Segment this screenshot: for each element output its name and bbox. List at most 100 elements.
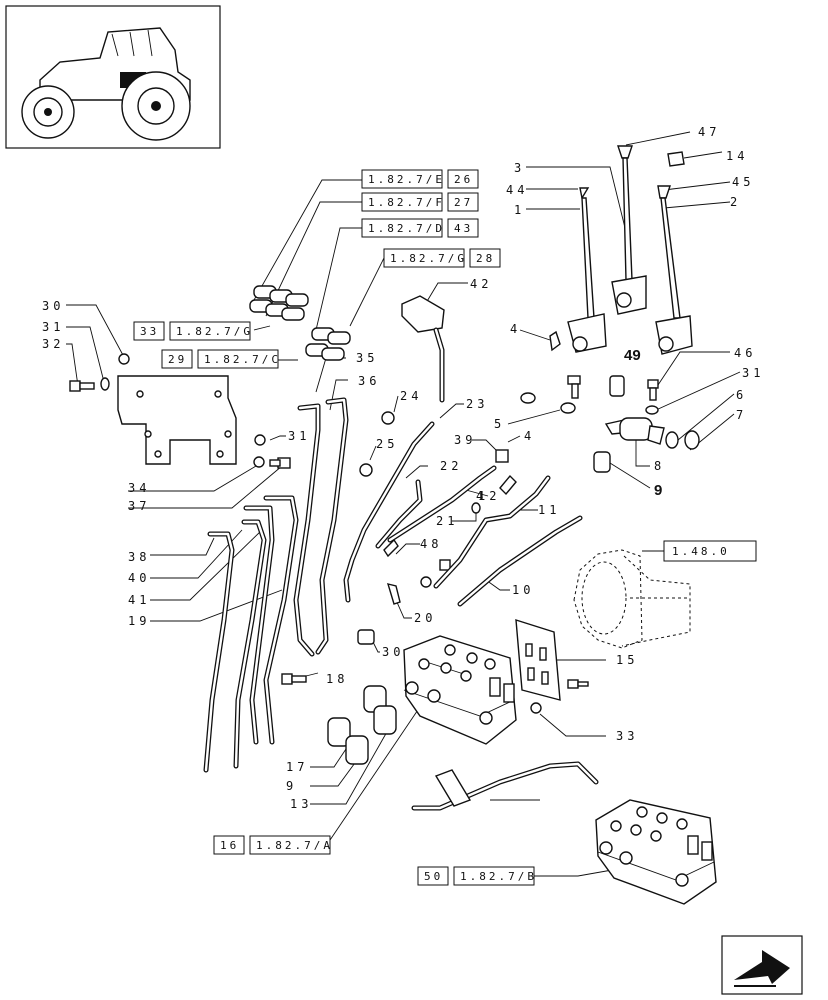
washer-15 xyxy=(530,702,542,714)
callout-19: 19 xyxy=(128,614,150,628)
callout-14: 14 xyxy=(726,149,748,163)
bolt-5 xyxy=(567,375,581,399)
callout-40: 40 xyxy=(128,571,150,585)
ref-box-label: 1.82.7/C xyxy=(204,353,281,366)
callout-8: 8 xyxy=(654,459,665,473)
callout-44: 44 xyxy=(506,183,528,197)
caps-lower xyxy=(327,685,397,765)
pin-10 xyxy=(386,583,401,605)
callout-24: 24 xyxy=(400,389,422,403)
tractor-thumbnail-icon[interactable] xyxy=(5,5,221,149)
callout-49: 49 xyxy=(624,347,641,364)
ref-box-label: 1.82.7/B xyxy=(460,870,537,883)
ref-box-43[interactable]: 1.82.7/D 43 xyxy=(361,218,479,238)
pivot-8 xyxy=(604,417,665,445)
callout-4: 4 xyxy=(510,322,521,336)
knob-14 xyxy=(667,151,685,167)
control-lever-2 xyxy=(655,185,693,355)
callout-13: 13 xyxy=(290,797,312,811)
callout-17: 17 xyxy=(286,760,308,774)
callout-45: 45 xyxy=(732,175,754,189)
bolt-32 xyxy=(69,380,95,392)
next-page-arrow-icon[interactable] xyxy=(721,935,803,995)
ref-box-27[interactable]: 1.82.7/F 27 xyxy=(361,192,479,212)
ref-box-number: 27 xyxy=(454,196,473,209)
ref-box-number: 28 xyxy=(476,252,495,265)
leader-lines xyxy=(66,131,741,877)
ref-box-number: 26 xyxy=(454,173,473,186)
callout-42: 42 xyxy=(470,277,492,291)
fitting-48 xyxy=(439,559,451,571)
ref-box-33[interactable]: 1.82.7/G33 xyxy=(133,321,253,341)
callout-31: 31 xyxy=(742,366,764,380)
washer-6 xyxy=(665,431,679,449)
callout-31: 31 xyxy=(288,429,310,443)
ref-box-number: 43 xyxy=(454,222,473,235)
ref-box-label: 1.82.7/D xyxy=(368,222,445,235)
callout-37: 37 xyxy=(128,499,150,513)
control-valve-block-variant xyxy=(595,799,717,905)
callout-12: 12 xyxy=(478,489,500,503)
control-valve-block xyxy=(403,635,517,745)
clip-4b xyxy=(499,474,517,496)
group-ref-label: 1.48.0 xyxy=(672,545,730,558)
callout-30: 30 xyxy=(382,645,404,659)
bolt-34 xyxy=(269,457,291,469)
callout-11: 11 xyxy=(538,503,560,517)
handle-42 xyxy=(401,295,445,403)
ref-box-50[interactable]: 1.82.7/B 50 xyxy=(417,866,537,886)
bolt-19 xyxy=(281,673,307,685)
callout-39: 39 xyxy=(454,433,476,447)
callout-10: 10 xyxy=(512,583,534,597)
callout-36: 36 xyxy=(358,374,380,388)
hydraulic-pipes xyxy=(203,397,599,811)
callout-33: 33 xyxy=(616,729,638,743)
callout-18: 18 xyxy=(326,672,348,686)
callout-41: 41 xyxy=(128,593,150,607)
ref-box-label: 1.82.7/A xyxy=(256,839,333,852)
bush-49 xyxy=(609,375,625,397)
callout-1: 1 xyxy=(514,203,525,217)
ref-box-29[interactable]: 1.82.7/C 29 xyxy=(161,349,281,369)
fitting-39 xyxy=(495,449,509,463)
callout-23: 23 xyxy=(466,397,488,411)
washer-5b xyxy=(560,402,576,414)
washer-31c xyxy=(645,405,659,415)
callout-4: 4 xyxy=(524,429,535,443)
callout-21: 21 xyxy=(436,514,458,528)
union-20 xyxy=(357,629,375,645)
nut-30 xyxy=(118,353,130,365)
ref-box-label: 1.82.7/G xyxy=(390,252,467,265)
mounting-plate xyxy=(117,375,237,465)
ref-box-28[interactable]: 1.82.7/G 28 xyxy=(383,248,501,268)
bolt-13 xyxy=(567,679,589,689)
control-lever-1 xyxy=(567,187,607,353)
callout-34: 34 xyxy=(128,481,150,495)
clip-7 xyxy=(684,430,700,450)
callout-48: 48 xyxy=(420,537,442,551)
nut-48 xyxy=(420,576,432,588)
callout-46: 46 xyxy=(734,346,756,360)
callout-38: 38 xyxy=(128,550,150,564)
callout-3: 3 xyxy=(514,161,525,175)
bush-9 xyxy=(593,451,611,473)
ref-box-number: 16 xyxy=(220,839,239,852)
ref-box-number: 29 xyxy=(168,353,187,366)
callout-22: 22 xyxy=(440,459,462,473)
pin-4 xyxy=(549,330,561,352)
nut-30b xyxy=(254,434,266,446)
callout-20: 20 xyxy=(414,611,436,625)
ref-box-number: 50 xyxy=(424,870,443,883)
washer-31b xyxy=(253,456,265,468)
plug-caps-cluster-upper xyxy=(249,285,309,321)
ref-box-label: 1.82.7/F xyxy=(368,196,445,209)
group-ref-box[interactable]: 1.48.0 xyxy=(663,540,757,562)
callout-9: 9 xyxy=(654,482,662,499)
ref-box-16[interactable]: 1.82.7/A 16 xyxy=(213,835,333,855)
callout-35: 35 xyxy=(356,351,378,365)
seal-24 xyxy=(381,411,395,425)
